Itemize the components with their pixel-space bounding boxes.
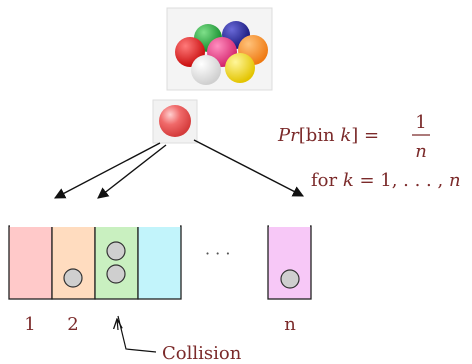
formula-var: k — [340, 125, 351, 146]
bin-1 — [8, 225, 53, 300]
thrown-ball — [152, 99, 198, 144]
range-mid: = 1, . . . , — [354, 170, 449, 191]
balls-photo — [166, 7, 273, 91]
ball-in-bin-3 — [106, 241, 126, 261]
arrow-to-bin-2 — [97, 144, 167, 199]
collision-label: Collision — [162, 343, 242, 364]
range-prefix: for — [311, 170, 343, 191]
bin-3 — [94, 225, 139, 300]
ball-in-bin-2 — [63, 268, 83, 288]
svg-text:for k = 1, . . . , n: for k = 1, . . . , n — [311, 170, 461, 191]
bin-label-n: n — [284, 314, 296, 335]
bin-label-2: 2 — [67, 314, 78, 335]
bin-2 — [51, 225, 96, 300]
formula-arg: [bin — [299, 125, 341, 146]
fraction-numerator: 1 — [415, 112, 426, 133]
bins-ellipsis: · · · — [205, 244, 230, 263]
bins — [8, 225, 312, 300]
range-end: n — [449, 170, 461, 191]
fraction-denominator: n — [415, 141, 427, 162]
collision-annotation: Collision — [117, 315, 242, 364]
ball-in-bin-n — [280, 269, 300, 289]
ball-in-bin-3 — [106, 264, 126, 284]
probability-formula: Pr[bin k] = 1 n for k = 1, . . . , n — [277, 112, 461, 191]
formula-func: Pr — [277, 125, 300, 146]
svg-text:Pr[bin k] =: Pr[bin k] = — [277, 125, 379, 146]
arrow-to-bin-1 — [54, 142, 161, 199]
bin-label-1: 1 — [24, 314, 35, 335]
arrow-to-bin-n — [193, 139, 304, 197]
formula-close: ] = — [351, 125, 379, 146]
bin-4 — [137, 225, 182, 300]
range-var: k — [343, 170, 354, 191]
